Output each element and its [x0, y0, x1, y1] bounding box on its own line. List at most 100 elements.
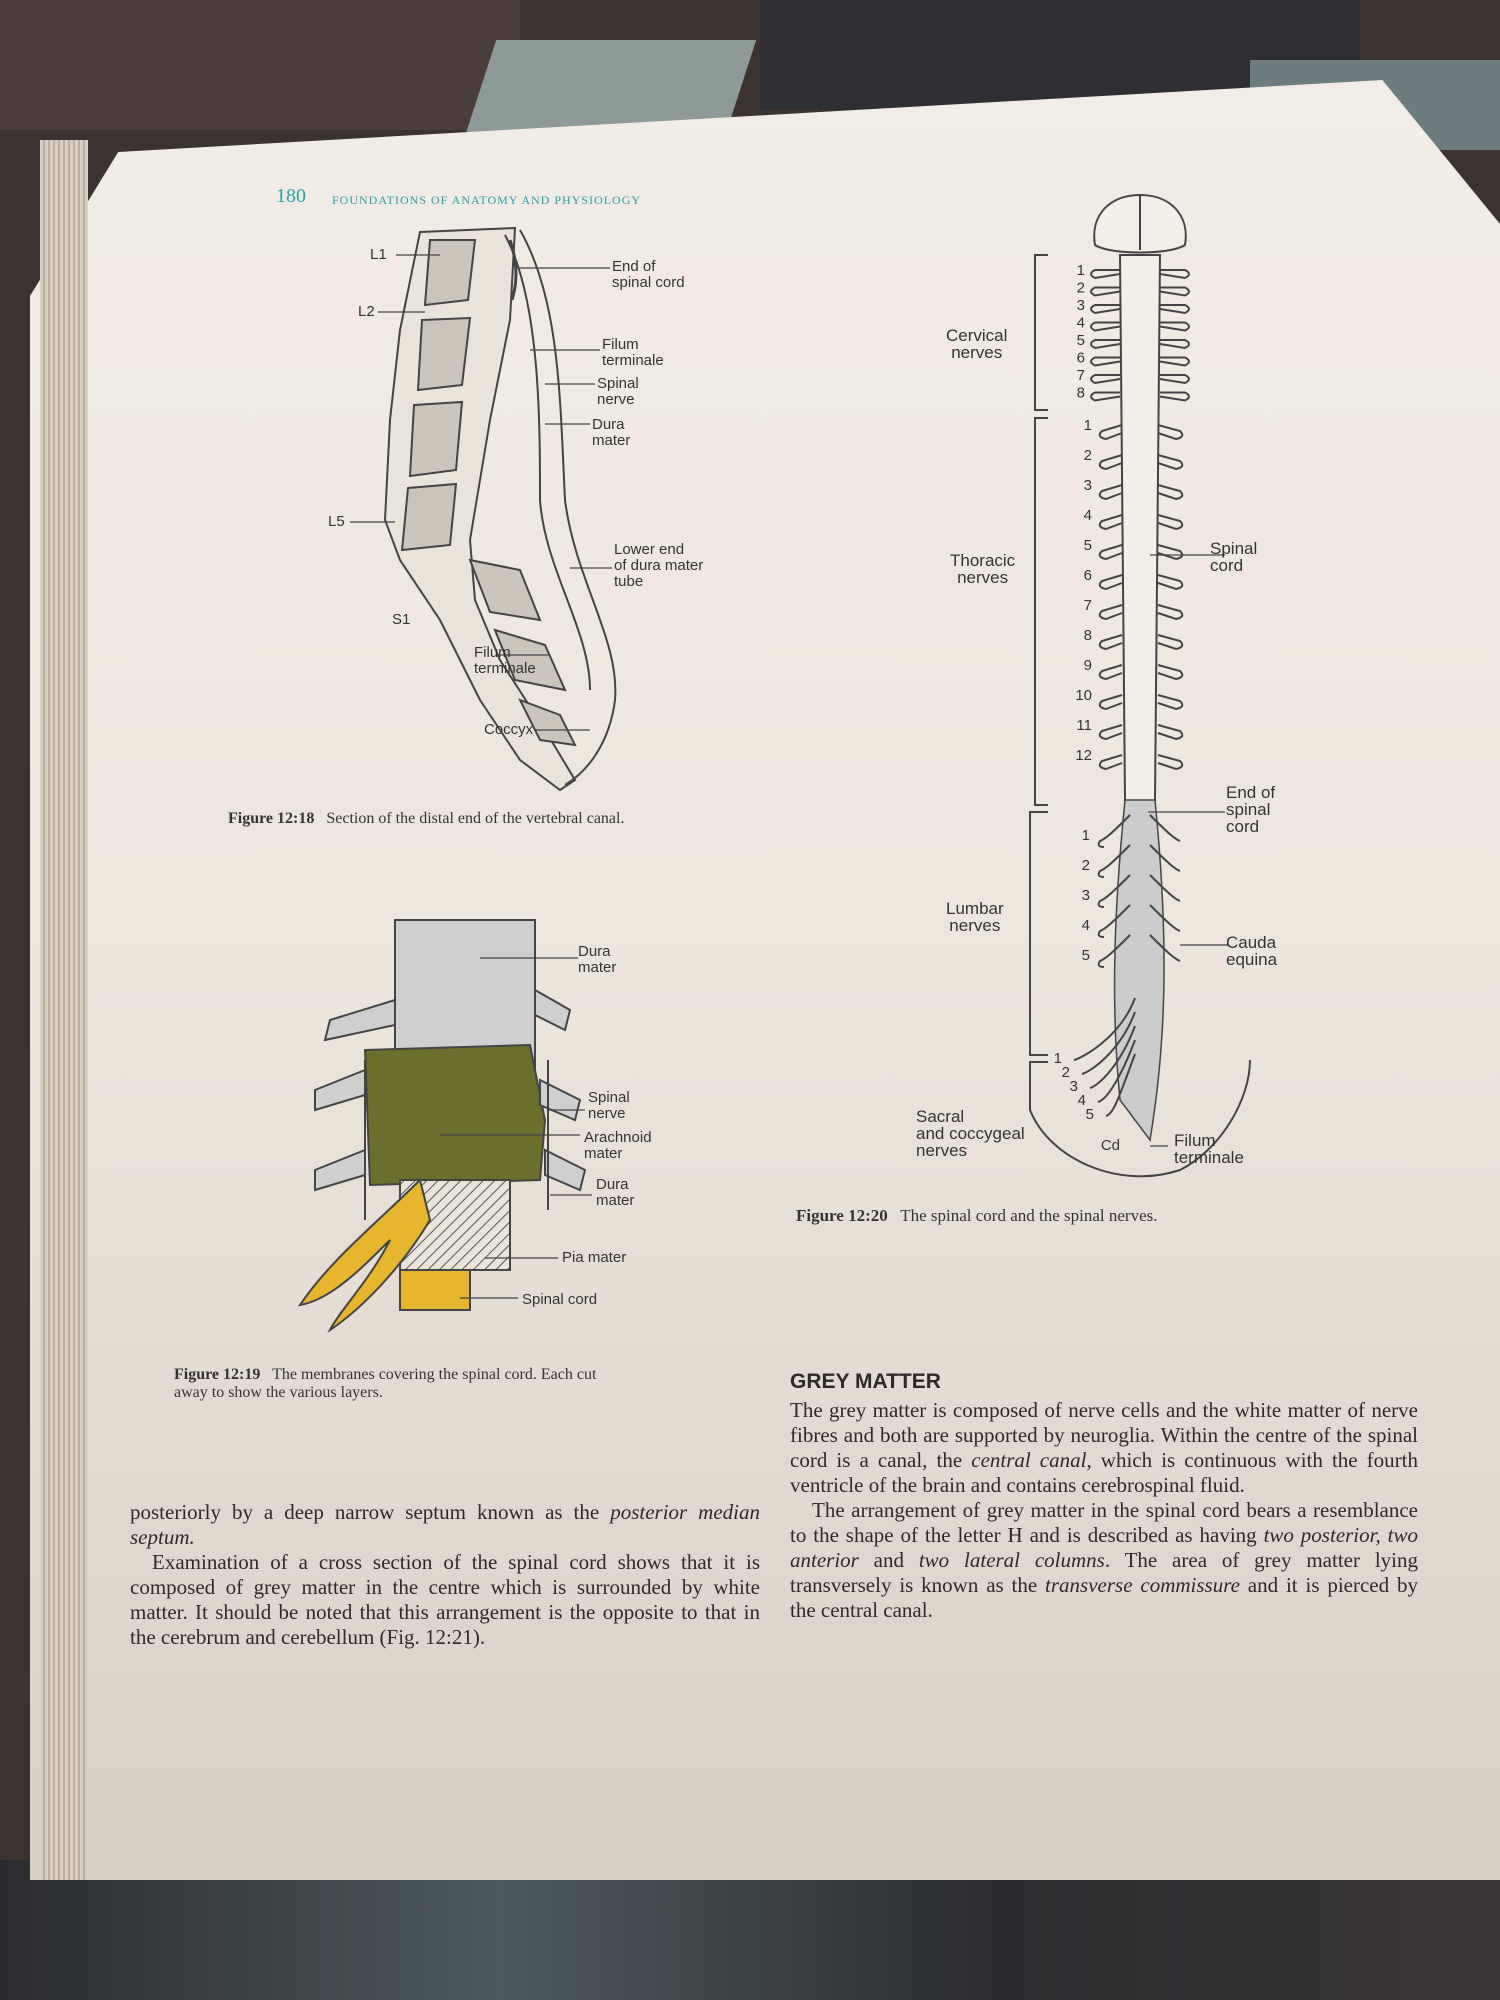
label-leaders	[440, 957, 592, 1299]
thoracic-nerve-number: 6	[1084, 567, 1092, 584]
cervical-nerve-root	[1090, 339, 1190, 350]
thoracic-nerve-number: 9	[1084, 657, 1092, 674]
label-l1: L1	[370, 246, 387, 263]
cervical-nerve-number: 7	[1077, 367, 1085, 384]
left-column-text: posteriorly by a deep narrow septum know…	[130, 1500, 760, 1650]
lumbar-nerve-number: 5	[1082, 947, 1090, 964]
lumbar-nerve-root	[1097, 844, 1181, 878]
thoracic-nerve-root	[1098, 454, 1184, 471]
cervical-nerve-root	[1090, 391, 1190, 402]
label-thoracic-nerves: Thoracic nerves	[950, 551, 1016, 587]
thoracic-nerve-number: 7	[1084, 597, 1092, 614]
right-column-text: The grey matter is composed of nerve cel…	[790, 1398, 1418, 1623]
label-cauda-equina: Cauda equina	[1226, 933, 1278, 969]
label-dura-mater: Dura mater	[592, 416, 631, 449]
label-filum-terminale-20: Filum terminale	[1174, 1131, 1244, 1167]
cervical-nerve-number: 3	[1077, 297, 1085, 314]
thoracic-nerve-root	[1098, 574, 1184, 591]
book-page	[30, 80, 1500, 1880]
caption-label: Figure 12:19	[174, 1366, 261, 1383]
running-title: FOUNDATIONS OF ANATOMY AND PHYSIOLOGY	[332, 193, 642, 207]
cervical-nerve-number: 2	[1077, 280, 1085, 297]
thoracic-nerve-number: 4	[1084, 507, 1092, 524]
label-arachnoid-mater: Arachnoid mater	[584, 1129, 652, 1162]
paragraph: Examination of a cross section of the sp…	[130, 1550, 760, 1649]
cervical-nerve-number: 1	[1077, 262, 1085, 279]
thoracic-nerve-root	[1098, 604, 1184, 621]
sacral-nerve-number: 3	[1070, 1078, 1078, 1095]
thoracic-nerve-number: 10	[1075, 687, 1092, 704]
thoracic-nerve-root	[1098, 694, 1184, 711]
thoracic-nerve-root	[1098, 544, 1184, 561]
section-heading-grey-matter: GREY MATTER	[790, 1370, 941, 1393]
label-lumbar-nerves: Lumbar nerves	[946, 899, 1004, 935]
background-tile	[0, 1860, 1500, 2000]
page-number: 180	[276, 185, 306, 207]
label-spinal-cord-19: Spinal cord	[522, 1291, 598, 1308]
lumbar-nerve-root	[1097, 904, 1181, 938]
cervical-nerve-root	[1090, 374, 1190, 385]
thoracic-nerve-number: 1	[1084, 417, 1092, 434]
thoracic-nerve-root	[1098, 634, 1184, 651]
lumbar-nerve-number: 4	[1082, 917, 1090, 934]
cervical-nerve-number: 4	[1077, 315, 1085, 332]
cervical-nerve-root	[1090, 356, 1190, 367]
sacral-nerve-number: 1	[1054, 1050, 1062, 1067]
cervical-nerve-number: 5	[1077, 332, 1085, 349]
cervical-nerve-number: 8	[1077, 385, 1085, 402]
sacral-nerve-root	[1073, 997, 1136, 1061]
lumbar-nerve-root	[1097, 814, 1181, 848]
figure-12-20-caption: Figure 12:20 The spinal cord and the spi…	[796, 1206, 1158, 1226]
thoracic-nerve-number: 2	[1084, 447, 1092, 464]
caption-label: Figure 12:18	[228, 810, 315, 827]
label-sacral-coccygeal-nerves: Sacral and coccygeal nerves	[916, 1107, 1025, 1160]
label-end-of-spinal-cord: End of spinal cord	[612, 258, 685, 291]
cervical-nerve-root	[1090, 321, 1190, 332]
thoracic-nerve-root	[1098, 424, 1184, 441]
paragraph: The grey matter is composed of nerve cel…	[790, 1398, 1418, 1497]
label-dura-mater-19a: Dura mater	[578, 943, 617, 976]
thoracic-nerve-root	[1098, 754, 1184, 771]
vertebral-column	[383, 226, 617, 792]
cervical-nerve-root	[1090, 304, 1190, 315]
label-dura-mater-19b: Dura mater	[596, 1176, 635, 1209]
figure-12-19-caption: Figure 12:19 The membranes covering the …	[174, 1366, 734, 1402]
figure-12-18-caption: Figure 12:18 Section of the distal end o…	[228, 810, 624, 828]
cervical-nerve-root	[1090, 286, 1190, 297]
lumbar-nerve-number: 2	[1082, 857, 1090, 874]
sacral-nerve-root	[1081, 1011, 1136, 1075]
caption-text: The spinal cord and the spinal nerves.	[900, 1206, 1158, 1225]
sacral-nerve-root	[1097, 1039, 1136, 1103]
cauda-equina-bundle	[1113, 799, 1165, 1142]
label-end-of-spinal-cord-20: End of spinal cord	[1226, 783, 1276, 836]
caption-text: Section of the distal end of the vertebr…	[326, 810, 625, 827]
thoracic-nerve-number: 8	[1084, 627, 1092, 644]
label-pia-mater: Pia mater	[562, 1249, 627, 1266]
brackets	[1029, 254, 1251, 1178]
label-coccyx: Coccyx	[484, 721, 534, 738]
cervical-nerve-root	[1090, 269, 1190, 280]
label-filum-terminale-2: Filum terminale	[474, 644, 536, 677]
caption-text: The membranes covering the spinal cord. …	[174, 1366, 597, 1401]
thoracic-nerve-root	[1098, 724, 1184, 741]
thoracic-nerve-number: 5	[1084, 537, 1092, 554]
label-l2: L2	[358, 303, 375, 320]
caption-label: Figure 12:20	[796, 1206, 888, 1225]
thoracic-nerve-number: 11	[1076, 717, 1092, 734]
label-s1: S1	[392, 611, 411, 628]
spinal-cord-body	[1118, 254, 1162, 822]
pia-and-cord	[297, 1178, 511, 1333]
label-leaders	[1148, 554, 1228, 1147]
sacral-nerve-number: 2	[1062, 1064, 1070, 1081]
thoracic-nerve-root	[1098, 664, 1184, 681]
paragraph: posteriorly by a deep narrow septum know…	[130, 1500, 760, 1549]
label-spinal-nerve-19: Spinal nerve	[588, 1089, 630, 1122]
lumbar-nerve-root	[1097, 874, 1181, 908]
cervical-nerve-number: 6	[1077, 350, 1085, 367]
lumbar-nerve-number: 1	[1082, 827, 1090, 844]
sacral-nerve-root	[1089, 1025, 1136, 1089]
lumbar-nerve-root	[1097, 934, 1181, 968]
